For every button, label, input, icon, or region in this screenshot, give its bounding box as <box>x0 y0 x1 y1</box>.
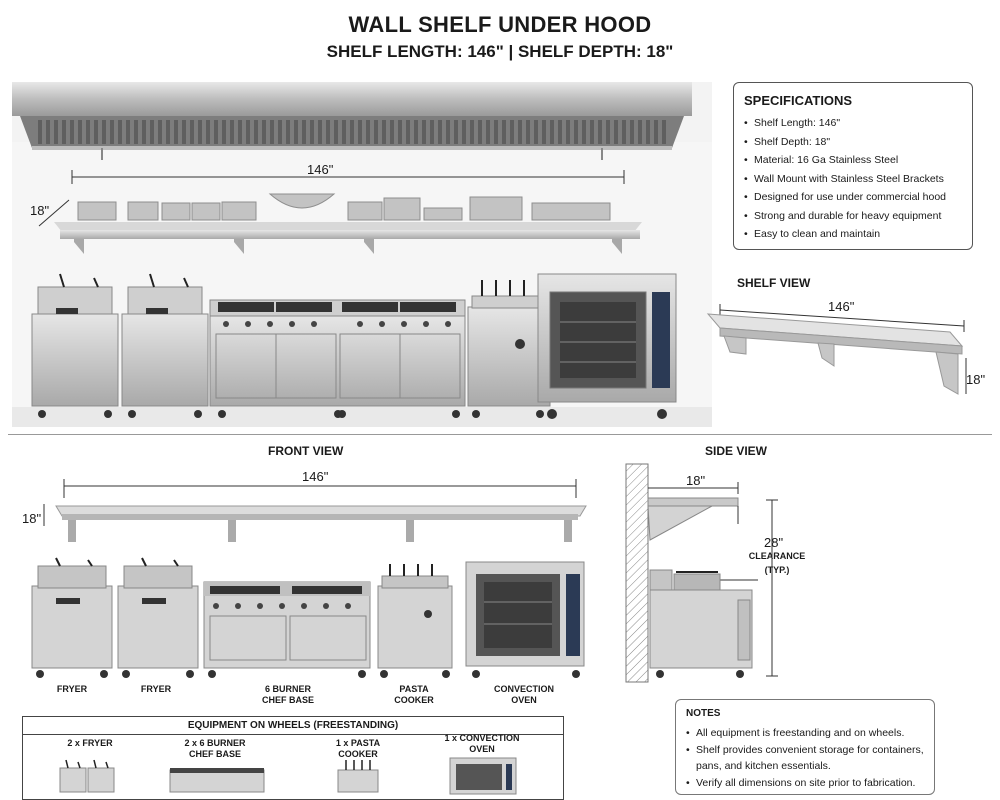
fryer-thumbnail <box>59 759 115 793</box>
hero-depth-dimension-line <box>38 199 70 227</box>
equip-item-label-fryer: 2 x FRYER <box>67 738 113 748</box>
equip-item-label-convection-oven: 1 x CONVECTION OVEN <box>444 733 520 754</box>
equip-item-label-pasta-cooker: 1 x PASTA COOKER <box>335 738 381 759</box>
notes-panel: NOTES All equipment is freestanding and … <box>675 699 935 795</box>
notes-list: All equipment is freestanding and on whe… <box>686 725 924 791</box>
equipment-on-wheels-heading: EQUIPMENT ON WHEELS (FREESTANDING) <box>23 717 563 735</box>
specifications-list: Shelf Length: 146" Shelf Depth: 18" Mate… <box>744 114 962 244</box>
specifications-heading: SPECIFICATIONS <box>744 93 853 108</box>
side-view-height-label: 28" <box>764 535 784 550</box>
front-label-chef-base: 6 BURNER CHEF BASE <box>261 684 314 705</box>
page-subtitle: SHELF LENGTH: 146" | SHELF DEPTH: 18" <box>326 42 674 61</box>
side-view-drawing <box>625 463 778 683</box>
side-view-depth-label: 18" <box>686 473 706 488</box>
front-view-length-label: 146" <box>302 469 329 484</box>
side-view-typ-label: (TYP.) <box>764 565 790 575</box>
chef-base-thumbnail <box>169 768 265 793</box>
page-title: WALL SHELF UNDER HOOD <box>348 12 652 37</box>
front-view-heading: FRONT VIEW <box>268 444 344 458</box>
spec-item: Easy to clean and maintain <box>744 225 962 244</box>
spec-item: Strong and durable for heavy equipment <box>744 207 962 226</box>
pasta-cooker-thumbnail <box>337 760 379 793</box>
hero-kitchen-illustration <box>12 82 712 427</box>
hero-depth-label: 18" <box>30 203 50 218</box>
notes-heading: NOTES <box>686 708 721 719</box>
shelf-view-heading: SHELF VIEW <box>737 276 811 290</box>
front-view-depth-label: 18" <box>22 511 42 526</box>
shelf-view-drawing <box>706 304 967 395</box>
front-label-convection-oven: CONVECTION OVEN <box>493 684 554 705</box>
shelf-view-length-label: 146" <box>828 299 855 314</box>
front-label-fryer-2: FRYER <box>140 684 172 694</box>
spec-item: Designed for use under commercial hood <box>744 188 962 207</box>
note-item: Shelf provides convenient storage for co… <box>686 742 924 775</box>
side-view-heading: SIDE VIEW <box>705 444 768 458</box>
front-label-pasta-cooker: PASTA COOKER <box>394 684 434 705</box>
spec-item: Shelf Depth: 18" <box>744 133 962 152</box>
equip-item-label-chef-base: 2 x 6 BURNER CHEF BASE <box>184 738 246 759</box>
spec-item: Material: 16 Ga Stainless Steel <box>744 151 962 170</box>
side-view-clearance-label: CLEARANCE <box>748 551 806 561</box>
section-divider <box>8 434 992 435</box>
equipment-thumbnails <box>59 757 517 795</box>
note-item: Verify all dimensions on site prior to f… <box>686 775 924 792</box>
spec-item: Shelf Length: 146" <box>744 114 962 133</box>
shelf-view-depth-label: 18" <box>966 372 986 387</box>
spec-item: Wall Mount with Stainless Steel Brackets <box>744 170 962 189</box>
note-item: All equipment is freestanding and on whe… <box>686 725 924 742</box>
hero-length-label: 146" <box>307 162 334 177</box>
specifications-panel: SPECIFICATIONS Shelf Length: 146" Shelf … <box>733 82 973 250</box>
front-view-drawing <box>31 479 587 678</box>
convection-oven-thumbnail <box>449 757 517 795</box>
front-label-fryer-1: FRYER <box>56 684 88 694</box>
